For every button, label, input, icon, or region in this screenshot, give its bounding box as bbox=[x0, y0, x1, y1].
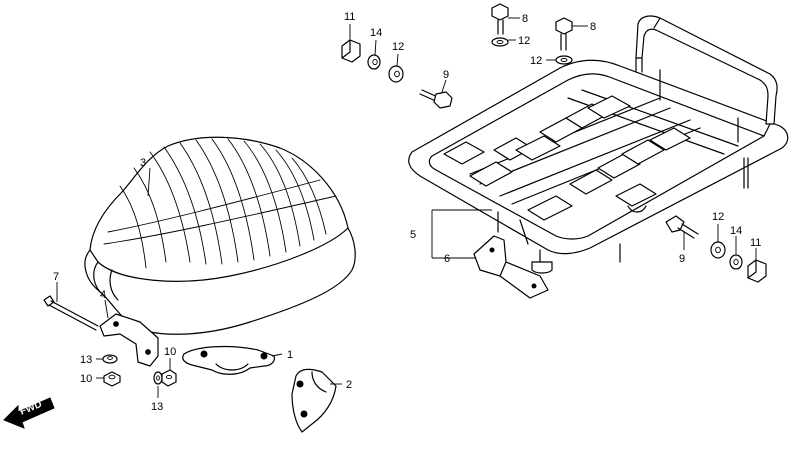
callout-10-a: 10 bbox=[80, 373, 92, 385]
washer-12-b bbox=[491, 37, 509, 47]
washer-13-left bbox=[102, 354, 118, 364]
washer-14-right bbox=[729, 254, 743, 270]
nut-10-right bbox=[161, 369, 177, 387]
callout-5: 5 bbox=[410, 229, 416, 241]
callout-6: 6 bbox=[444, 253, 450, 265]
callout-4: 4 bbox=[100, 289, 106, 301]
washer-13-right bbox=[153, 371, 163, 385]
long-bolt bbox=[43, 295, 99, 331]
callout-3: 3 bbox=[140, 157, 146, 169]
leader-lines bbox=[56, 17, 757, 398]
washer-14-top bbox=[367, 54, 381, 70]
bolt-8-b bbox=[555, 17, 573, 51]
washer-12-c bbox=[555, 55, 573, 65]
callout-10-b: 10 bbox=[164, 346, 176, 358]
callout-9-a: 9 bbox=[443, 69, 449, 81]
carrier-rack bbox=[408, 15, 789, 274]
callout-14-b: 14 bbox=[730, 225, 742, 237]
bolt-9-right bbox=[665, 215, 699, 239]
callout-13-b: 13 bbox=[151, 401, 163, 413]
callout-12-a: 12 bbox=[392, 41, 404, 53]
rack-bracket bbox=[473, 235, 549, 299]
callout-1: 1 bbox=[287, 349, 293, 361]
side-cover bbox=[291, 368, 337, 433]
cap-nut-11-top bbox=[341, 39, 361, 63]
washer-12-right bbox=[710, 241, 726, 259]
callout-8-a: 8 bbox=[522, 13, 528, 25]
hinge-plate bbox=[182, 345, 275, 375]
callout-12-b: 12 bbox=[518, 35, 530, 47]
callout-11-b: 11 bbox=[750, 237, 761, 249]
callout-9-b: 9 bbox=[679, 253, 685, 265]
callout-8-b: 8 bbox=[590, 21, 596, 33]
washer-12-top bbox=[388, 65, 404, 83]
cap-nut-11-right bbox=[747, 259, 767, 283]
rack-windows bbox=[443, 95, 691, 221]
callout-12-d: 12 bbox=[712, 211, 724, 223]
seat bbox=[84, 136, 356, 335]
bolt-9-top bbox=[419, 89, 453, 109]
fwd-arrow-icon bbox=[3, 397, 55, 429]
callout-14-a: 14 bbox=[370, 27, 382, 39]
callout-11-a: 11 bbox=[344, 11, 355, 23]
callout-7: 7 bbox=[53, 271, 59, 283]
fwd-arrow: FWD bbox=[3, 397, 55, 429]
callout-12-c: 12 bbox=[530, 55, 542, 67]
callout-2: 2 bbox=[346, 379, 352, 391]
callout-labels: 1 2 3 4 5 6 7 8 8 9 9 10 10 11 11 12 12 … bbox=[53, 11, 761, 413]
seat-stay bbox=[99, 313, 159, 367]
nut-10-left bbox=[103, 371, 121, 387]
bolt-8-a bbox=[491, 3, 509, 35]
callout-13-a: 13 bbox=[80, 354, 92, 366]
